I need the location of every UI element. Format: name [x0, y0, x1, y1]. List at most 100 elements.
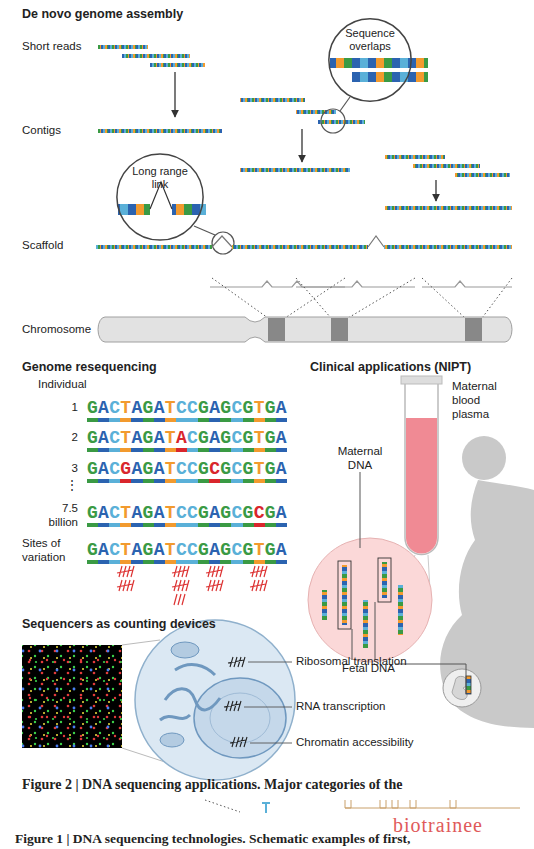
individual-number: 3: [33, 462, 78, 476]
base-letter: G: [143, 399, 154, 422]
plasma-magnifier: [338, 561, 351, 629]
variation-tally: [172, 566, 189, 605]
assembly-arrow: [174, 72, 175, 117]
pregnant-silhouette: [440, 480, 534, 728]
contigs: [240, 168, 350, 172]
base-letter: C: [109, 429, 120, 452]
plasma-magnifier: [308, 538, 432, 662]
chromosome: [465, 318, 482, 341]
base-letter: G: [143, 460, 154, 483]
base-letter: A: [131, 504, 142, 527]
dna-sequence: GACTAGATCCGAGCGTGA: [87, 399, 287, 422]
plasma-magnifier: [398, 585, 403, 635]
pregnant-silhouette: [452, 676, 467, 699]
variation-tally: [117, 566, 267, 605]
base-letter: A: [131, 541, 142, 564]
column-heading: Individual: [38, 378, 87, 392]
scaffold: [232, 245, 368, 249]
short-reads: [150, 63, 205, 67]
scaffold: [212, 236, 232, 247]
partial-figure: [205, 800, 520, 813]
variation-tally: [250, 566, 267, 591]
base-letter: C: [187, 429, 198, 452]
link-magnifier: [212, 232, 234, 254]
pregnant-silhouette: [462, 436, 506, 480]
base-letter: C: [187, 399, 198, 422]
cell-illustration: [224, 657, 247, 747]
base-letter: G: [265, 460, 276, 483]
section-heading: De novo genome assembly: [22, 7, 183, 22]
base-letter: T: [165, 399, 176, 422]
base-letter: G: [87, 504, 98, 527]
counting-image: [22, 645, 122, 748]
base-letter: A: [154, 504, 165, 527]
cell-illustration: [244, 662, 292, 743]
chromosome: [98, 317, 512, 342]
base-letter: A: [154, 460, 165, 483]
base-letter: T: [254, 429, 265, 452]
callout-label: Ribosomal translation: [296, 655, 407, 669]
base-letter: A: [98, 399, 109, 422]
base-letter: C: [231, 460, 242, 483]
section-heading: Clinical applications (NIPT): [310, 360, 471, 375]
variation-tally: [206, 566, 223, 591]
base-letter: C: [176, 399, 187, 422]
link-magnifier: [118, 204, 150, 215]
callout-label: Maternal DNA: [330, 445, 390, 473]
cell-illustration: [135, 620, 295, 780]
base-letter: C: [187, 541, 198, 564]
chromosome: [268, 318, 285, 341]
base-letter: C: [109, 399, 120, 422]
base-letter: C: [109, 504, 120, 527]
scaffold-segments: [210, 278, 512, 318]
base-letter: G: [243, 429, 254, 452]
ellipsis-mark: ⋮: [33, 479, 78, 493]
dna-sequence: GACTAGATCCGAGCGTGA: [87, 541, 287, 564]
base-letter: T: [254, 460, 265, 483]
callout-label: Maternal blood plasma: [452, 380, 508, 421]
magnifier-circle: Long range link: [116, 153, 204, 241]
base-letter: A: [154, 399, 165, 422]
scaffold-segments: [296, 278, 331, 318]
counting-image: [122, 640, 160, 645]
overlap-magnifier: [321, 109, 345, 133]
individual-number: 7.5 billion: [33, 502, 78, 530]
callout-title: Long range link: [129, 165, 191, 190]
cell-illustration: [244, 707, 292, 708]
base-letter: G: [198, 460, 209, 483]
base-letter: G: [143, 541, 154, 564]
cell-illustration: [230, 737, 247, 747]
scaffold-segments: [210, 281, 345, 287]
scaffold-segments: [422, 278, 465, 318]
base-letter: T: [120, 399, 131, 422]
dna-sequence: GACTAGATCCGAGCGCGA: [87, 504, 287, 527]
plasma-magnifier: [360, 472, 361, 548]
link-magnifier: [116, 153, 234, 254]
row-label: Chromosome: [22, 323, 91, 337]
callout-label: RNA transcription: [296, 700, 385, 714]
scaffold-segments: [285, 278, 345, 318]
circle-outline: [117, 154, 203, 240]
scaffold-segments: [296, 281, 415, 287]
chromosome: [331, 318, 348, 341]
base-letter: A: [154, 429, 165, 452]
base-letter: G: [243, 460, 254, 483]
dna-sequence: GACGAGATCCGCGCGTGA: [87, 460, 287, 483]
base-letter: A: [276, 460, 287, 483]
base-letter: A: [276, 429, 287, 452]
base-letter: G: [220, 429, 231, 452]
base-letter: G: [120, 460, 131, 483]
base-letter: C: [231, 399, 242, 422]
row-label: Short reads: [22, 40, 81, 54]
short-reads: [385, 155, 445, 159]
contigs: [98, 129, 222, 133]
base-letter: A: [209, 504, 220, 527]
base-letter: C: [176, 460, 187, 483]
cell-illustration: [250, 743, 292, 744]
base-letter: A: [176, 429, 187, 452]
overlap-magnifier: [330, 58, 428, 68]
plasma-magnifier: [378, 558, 391, 602]
base-letter: A: [276, 541, 287, 564]
